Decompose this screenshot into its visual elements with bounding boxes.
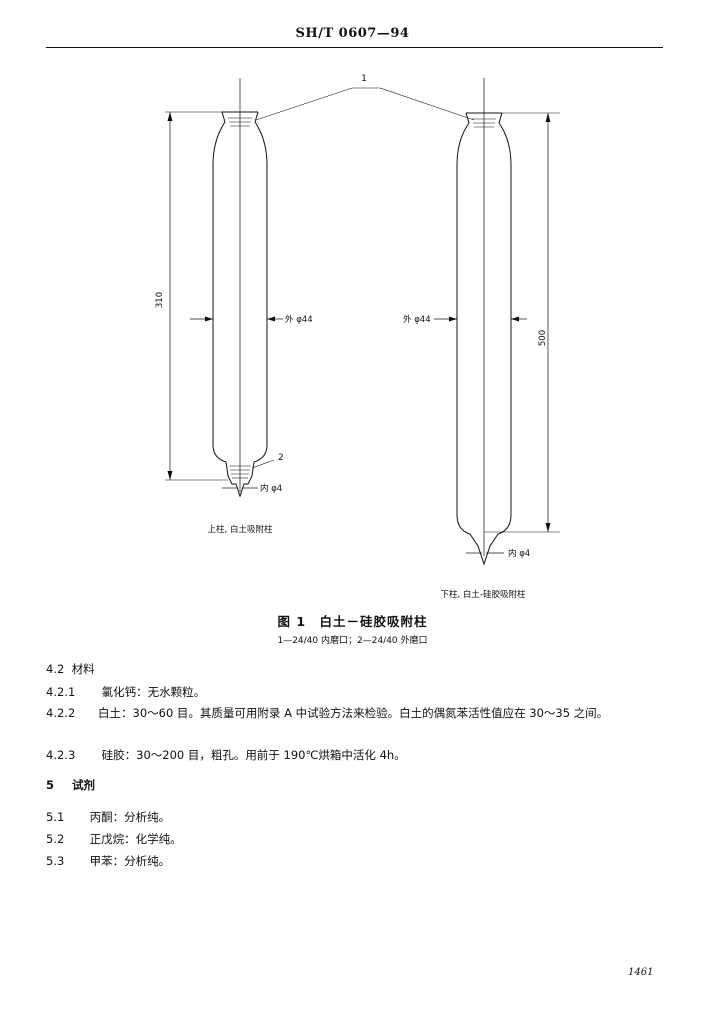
section-number: 4.2.2: [46, 706, 76, 720]
lower-column-height-label: 500: [538, 330, 548, 346]
lower-column-inner-diameter: 内 φ4: [508, 548, 530, 559]
section-4-2-2: 4.2.2 白土：30～60 目。其质量可用附录 A 中试验方法来检验。白土的偶氮…: [46, 702, 666, 724]
header-rule: [46, 47, 663, 48]
section-text: 试剂: [72, 778, 96, 792]
figure-legend: 1—24/40 内磨口；2—24/40 外磨口: [277, 636, 428, 646]
figure-title: 图 1 白土－硅胶吸附柱: [277, 614, 428, 629]
section-number: 5: [46, 778, 55, 792]
standard-code-header: SH/T 0607—94: [295, 26, 410, 41]
section-text: 材料: [71, 662, 95, 676]
section-text: 白土：30～60 目。其质量可用附录 A 中试验方法来检验。白土的偶氮苯活性值应…: [98, 706, 609, 720]
section-5-3: 5.3 甲苯：分析纯。: [46, 853, 170, 869]
upper-column-drawing: [165, 78, 283, 498]
section-text: 正戊烷：化学纯。: [89, 832, 182, 846]
section-number: 5.2: [46, 832, 65, 846]
section-number: 5.3: [46, 854, 65, 868]
adsorption-columns-figure: 1 2 310 外 φ44 内 φ4 上柱, 白土吸附柱 500 外 φ44 内…: [155, 74, 560, 600]
callout-1-label: 1: [361, 74, 367, 84]
lower-column-caption: 下柱, 白土-硅胶吸附柱: [441, 589, 526, 600]
callout-2-label: 2: [278, 453, 284, 463]
lower-column-drawing: [434, 78, 560, 566]
section-number: 4.2: [46, 662, 65, 676]
section-text: 硅胶：30～200 目，粗孔。用前于 190℃烘箱中活化 4h。: [101, 748, 406, 762]
section-5-heading: 5 试剂: [46, 777, 95, 793]
page-number: 1461: [628, 967, 654, 978]
section-text: 丙酮：分析纯。: [89, 810, 171, 824]
callout-1-leader: [255, 87, 475, 121]
section-number: 4.2.1: [46, 685, 76, 699]
lower-column-outer-diameter: 外 φ44: [403, 314, 431, 325]
upper-column-caption: 上柱, 白土吸附柱: [208, 524, 273, 535]
upper-column-inner-diameter: 内 φ4: [260, 483, 282, 494]
section-number: 4.2.3: [46, 748, 76, 762]
upper-column-height-label: 310: [155, 292, 165, 308]
section-5-1: 5.1 丙酮：分析纯。: [46, 809, 170, 825]
section-5-2: 5.2 正戊烷：化学纯。: [46, 831, 182, 847]
upper-column-outer-diameter: 外 φ44: [285, 314, 313, 325]
section-4-2-1: 4.2.1 氯化钙：无水颗粒。: [46, 684, 205, 700]
section-4-2-3: 4.2.3 硅胶：30～200 目，粗孔。用前于 190℃烘箱中活化 4h。: [46, 747, 406, 763]
section-4-2: 4.2 材料: [46, 661, 95, 677]
section-text: 甲苯：分析纯。: [89, 854, 171, 868]
section-text: 氯化钙：无水颗粒。: [101, 685, 206, 699]
section-number: 5.1: [46, 810, 65, 824]
